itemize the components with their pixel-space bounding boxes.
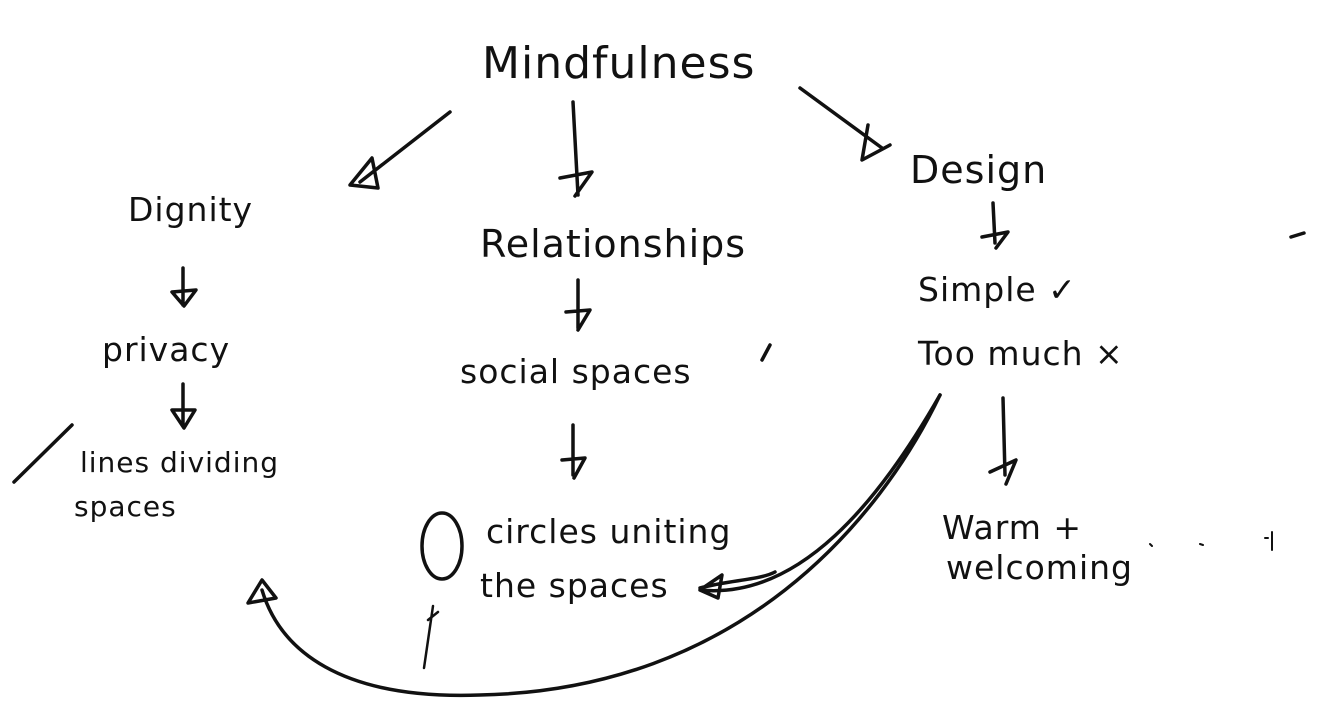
arrow-mindfulness-to-dignity [348,110,452,190]
curve-toomuch-to-circles [698,393,942,600]
dash-mark-right [1289,231,1306,239]
arrow-relationships-to-social [564,278,592,332]
pen-mark [422,604,440,670]
arrow-dignity-to-privacy [170,266,198,308]
node-warm-line2: welcoming [946,548,1133,587]
curve-return-to-dignity [246,393,942,698]
node-circles-uniting-line2: the spaces [480,566,669,605]
node-social-spaces: social spaces [460,352,692,391]
node-lines-dividing-line2: spaces [74,490,177,523]
slash-mark-left [12,423,74,484]
node-too-much: Too much × [918,334,1124,373]
node-simple: Simple ✓ [918,270,1077,309]
node-lines-dividing-line1: lines dividing [80,446,279,479]
node-design: Design [910,148,1048,192]
speck-marks [1149,531,1273,551]
arrow-design-to-simple [980,201,1010,250]
arrow-social-to-circles [560,423,587,480]
node-mindfulness: Mindfulness [482,38,756,89]
arrow-privacy-to-lines [170,382,197,430]
node-warm-line1: Warm + [942,508,1083,547]
node-dignity: Dignity [128,190,254,229]
arrow-toomuch-to-warm [988,396,1018,486]
node-privacy: privacy [102,330,231,369]
node-circles-uniting-line1: circles uniting [486,512,732,551]
circle-symbol [420,511,464,581]
node-relationships: Relationships [480,222,747,266]
arrow-mindfulness-to-relationships [558,100,594,198]
arrow-mindfulness-to-design [798,86,892,162]
tick-mark [760,343,772,362]
